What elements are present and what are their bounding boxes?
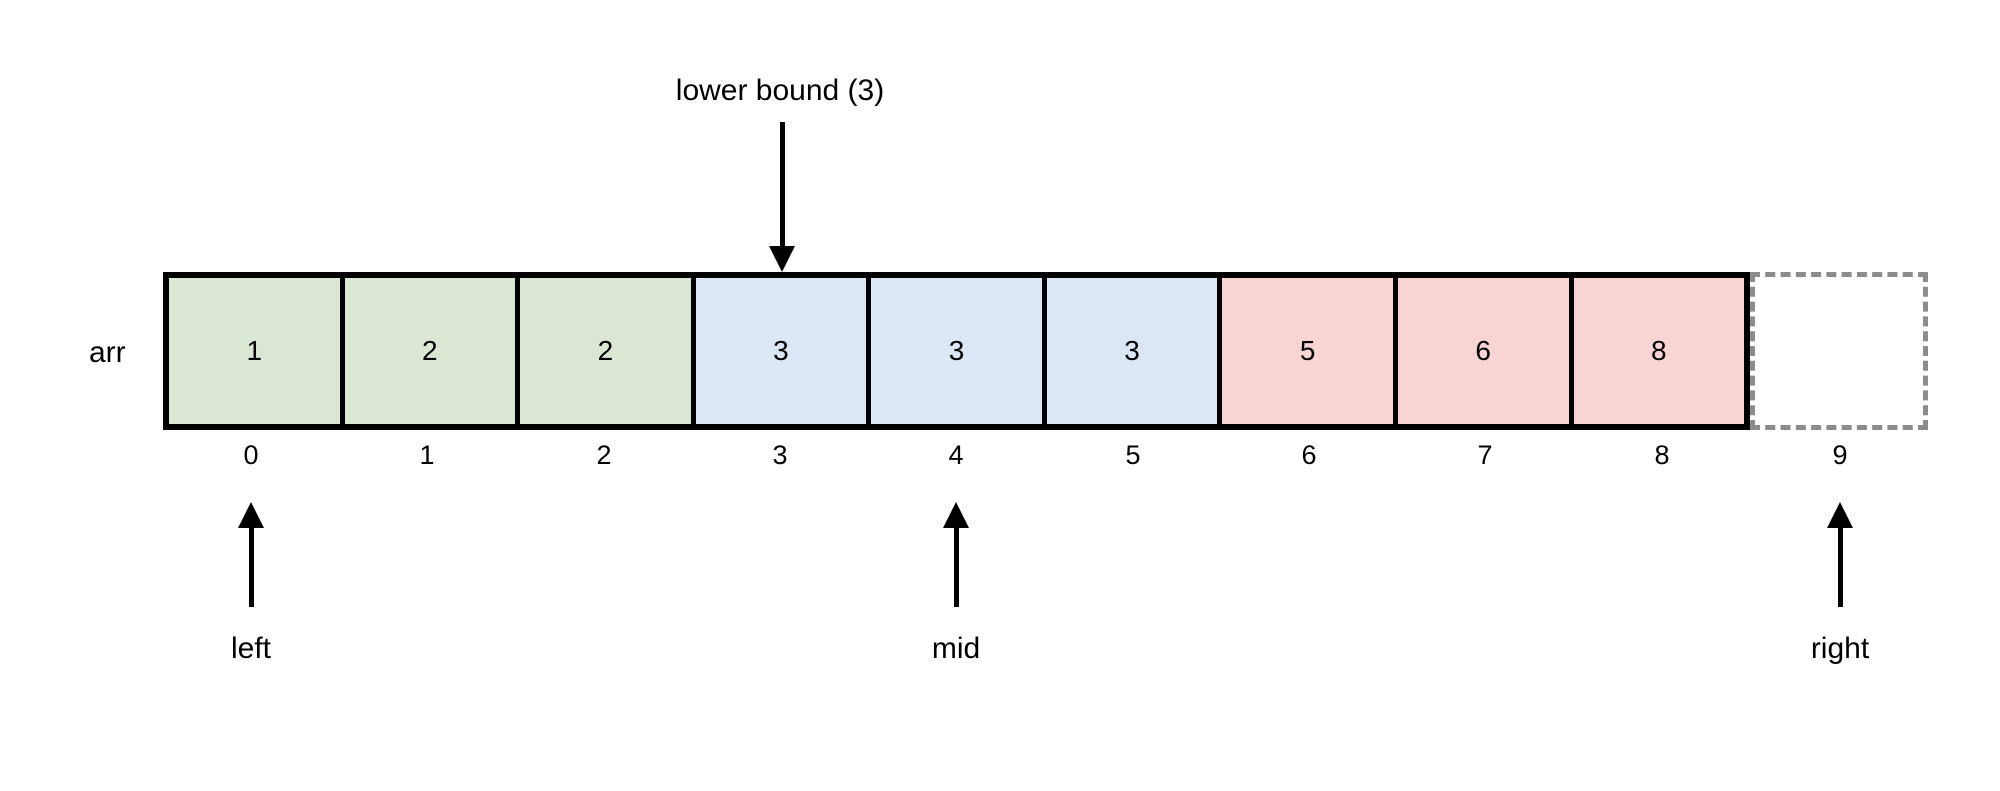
index-label: 9 bbox=[1832, 440, 1848, 470]
array-name-label: arr bbox=[89, 336, 126, 369]
mid-pointer-label: mid bbox=[931, 632, 981, 665]
array-cell: 3 bbox=[1046, 278, 1223, 424]
array-cell: 1 bbox=[169, 278, 345, 424]
arrow-shaft bbox=[779, 122, 785, 252]
index-label: 6 bbox=[1301, 440, 1317, 470]
index-label: 5 bbox=[1125, 440, 1141, 470]
left-pointer-label: left bbox=[230, 632, 272, 665]
index-label: 8 bbox=[1654, 440, 1670, 470]
arrow-head-down-icon bbox=[769, 246, 795, 272]
right-pointer-label: right bbox=[1810, 632, 1870, 665]
array-cell: 5 bbox=[1222, 278, 1398, 424]
arrow-shaft bbox=[248, 522, 254, 607]
phantom-cell bbox=[1750, 272, 1928, 430]
index-label: 7 bbox=[1477, 440, 1493, 470]
index-label: 3 bbox=[772, 440, 788, 470]
lower-bound-arrow bbox=[769, 122, 795, 272]
index-label: 1 bbox=[419, 440, 435, 470]
lower-bound-label: lower bound (3) bbox=[675, 74, 885, 107]
index-label-row: 0 1 2 3 4 5 6 7 8 9 bbox=[163, 440, 1928, 484]
array-cell: 3 bbox=[695, 278, 872, 424]
array-cell: 3 bbox=[871, 278, 1047, 424]
arrow-shaft bbox=[1837, 522, 1843, 607]
array-container: 1 2 2 3 3 3 5 6 8 bbox=[163, 272, 1750, 430]
index-label: 4 bbox=[948, 440, 964, 470]
left-pointer-arrow bbox=[238, 502, 264, 607]
array-cell: 2 bbox=[344, 278, 521, 424]
right-pointer-arrow bbox=[1827, 502, 1853, 607]
index-label: 0 bbox=[243, 440, 259, 470]
array-cell: 8 bbox=[1573, 278, 1745, 424]
mid-pointer-arrow bbox=[943, 502, 969, 607]
array-cell: 2 bbox=[520, 278, 696, 424]
arrow-shaft bbox=[953, 522, 959, 607]
index-label: 2 bbox=[596, 440, 612, 470]
array-cell: 6 bbox=[1397, 278, 1574, 424]
